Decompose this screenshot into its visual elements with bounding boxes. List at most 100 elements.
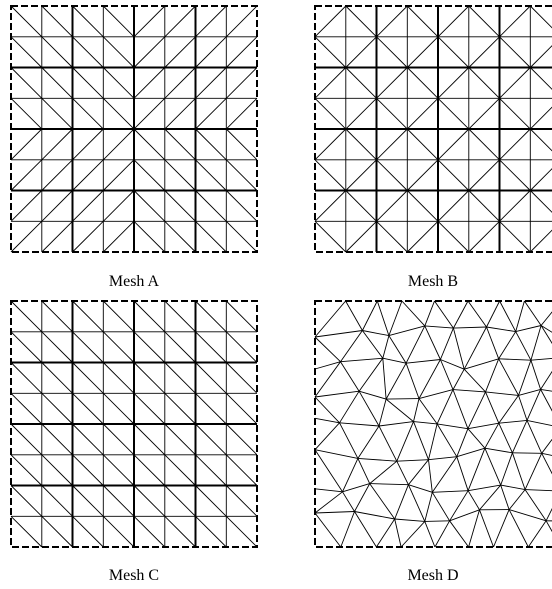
mesh-edge: [408, 459, 429, 485]
mesh-edge: [437, 36, 470, 68]
mesh-edge: [526, 419, 552, 427]
mesh-edge: [431, 492, 450, 522]
mesh-edge: [10, 67, 43, 99]
mesh-edge: [164, 300, 196, 333]
mesh-edge: [357, 457, 397, 462]
mesh-d-caption: Mesh D: [407, 567, 458, 584]
mesh-edge: [314, 488, 343, 493]
mesh-edge: [164, 392, 196, 425]
mesh-edge: [41, 67, 73, 99]
mesh-edge: [468, 509, 480, 548]
mesh-edge: [195, 5, 227, 38]
mesh-edge: [10, 392, 43, 425]
mesh-edge: [195, 36, 227, 68]
mesh-edge: [405, 325, 426, 364]
mesh-d-panel: [314, 300, 552, 548]
mesh-edge: [133, 220, 166, 253]
mesh-edge: [518, 388, 541, 396]
mesh-edge: [515, 331, 532, 361]
mesh-edge: [437, 159, 470, 191]
mesh-edge: [484, 422, 500, 449]
mesh-edge: [428, 456, 457, 461]
mesh-edge: [195, 331, 227, 363]
mesh-edge: [529, 45, 552, 68]
mesh-edge: [479, 484, 502, 511]
mesh-edge: [354, 483, 371, 512]
mesh-edge: [428, 459, 433, 493]
mesh-edge: [376, 67, 408, 99]
mesh-edge: [133, 128, 166, 161]
mesh-edge: [314, 336, 341, 363]
mesh-edge: [468, 159, 500, 191]
mesh-edge: [41, 423, 73, 456]
mesh-edge: [10, 362, 43, 394]
mesh-edge: [340, 361, 360, 392]
mesh-edge: [413, 421, 438, 425]
mesh-edge: [10, 423, 43, 456]
mesh-edge: [394, 484, 409, 520]
mesh-c-caption: Mesh C: [109, 567, 159, 584]
mesh-edge: [468, 220, 500, 253]
mesh-edge: [10, 300, 43, 333]
mesh-edge: [424, 492, 433, 522]
mesh-edge: [361, 300, 378, 331]
mesh-edge: [10, 36, 43, 68]
mesh-edge: [72, 67, 104, 99]
mesh-edge: [508, 509, 529, 548]
mesh-edge: [225, 128, 258, 161]
mesh-edge: [413, 421, 429, 460]
mesh-edge: [529, 168, 552, 191]
mesh-edge: [436, 389, 454, 425]
mesh-edge: [512, 452, 542, 454]
mesh-edge: [452, 389, 469, 429]
mesh-edge: [499, 67, 531, 99]
mesh-edge: [164, 159, 196, 191]
mesh-edge: [500, 452, 513, 486]
mesh-edge: [133, 392, 166, 425]
mesh-edge: [164, 454, 196, 486]
mesh-edge: [225, 454, 258, 486]
mesh-edge: [369, 460, 398, 484]
mesh-edge: [102, 97, 135, 130]
mesh-edge: [72, 159, 104, 191]
mesh-edge: [314, 511, 355, 514]
mesh-edge: [342, 491, 355, 512]
mesh-edge: [314, 361, 341, 370]
mesh-edge: [530, 357, 552, 361]
mesh-edge: [376, 97, 408, 130]
mesh-edge: [540, 388, 552, 392]
mesh-edge: [527, 520, 547, 548]
mesh-edge: [499, 300, 517, 332]
mesh-edge: [314, 512, 342, 548]
mesh-edge: [467, 391, 486, 429]
mesh-edge: [164, 5, 196, 38]
mesh-edge: [195, 485, 227, 517]
mesh-edge: [518, 395, 528, 421]
mesh-edge: [102, 300, 135, 333]
mesh-edge: [314, 220, 347, 253]
mesh-edge: [406, 190, 439, 222]
mesh-edge: [339, 422, 380, 427]
mesh-edge: [464, 358, 499, 370]
mesh-edge: [530, 325, 542, 361]
mesh-edge: [439, 327, 454, 360]
mesh-edge: [342, 483, 370, 493]
mesh-edge: [41, 454, 73, 486]
mesh-edge: [407, 484, 426, 522]
mesh-edge: [362, 330, 384, 359]
mesh-edge: [314, 159, 347, 191]
mesh-edge: [41, 362, 73, 394]
mesh-edge: [195, 190, 227, 222]
mesh-edge: [424, 520, 450, 522]
mesh-edge: [376, 300, 390, 336]
mesh-edge: [345, 159, 377, 191]
mesh-edge: [225, 331, 258, 363]
mesh-edge: [225, 392, 258, 425]
mesh-edge: [396, 459, 429, 462]
mesh-edge: [440, 359, 465, 370]
mesh-edge: [540, 311, 552, 326]
mesh-edge: [529, 229, 552, 253]
mesh-edge: [195, 423, 227, 456]
mesh-edge: [10, 485, 43, 517]
mesh-edge: [133, 300, 166, 333]
